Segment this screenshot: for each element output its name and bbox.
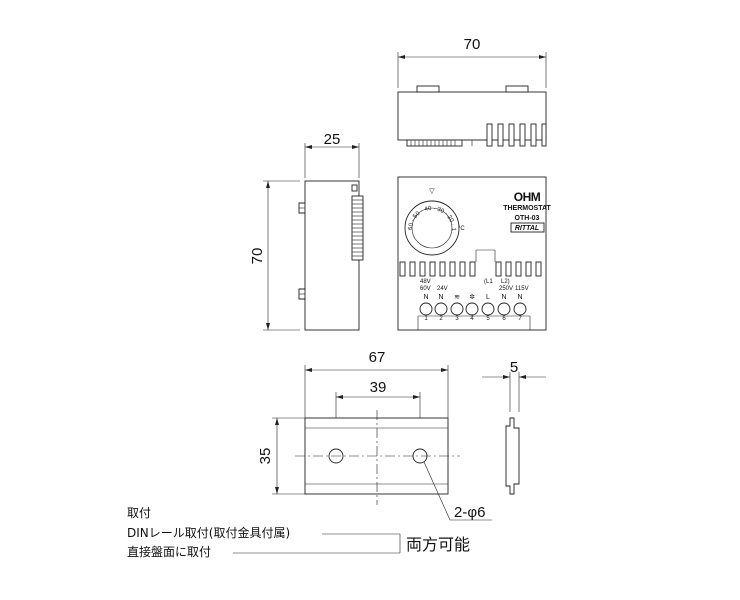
top-view: 70 bbox=[397, 36, 547, 147]
dial-mark: ▽ bbox=[429, 188, 435, 195]
label-48v: 48V bbox=[420, 279, 431, 285]
terminal-letter-1: N bbox=[423, 294, 428, 301]
front-vent-fins bbox=[399, 261, 542, 277]
terminal-letter-5: L bbox=[486, 294, 490, 301]
side-view: 25 70 bbox=[249, 131, 364, 331]
terminal-number-6: 6 bbox=[502, 316, 506, 322]
rail-section-view: 5 bbox=[482, 359, 546, 495]
dim-side-height: 70 bbox=[249, 248, 266, 265]
label-l2: L2) bbox=[501, 279, 510, 285]
mount-hole-left bbox=[328, 448, 344, 464]
notes-heading: 取付 bbox=[127, 506, 151, 520]
dial-scale: 60 · 50 · 40 · 30 · 20 · 10 · bbox=[0, 0, 456, 232]
knurl-lines bbox=[410, 140, 456, 146]
temperature-dial bbox=[404, 200, 460, 256]
fan-icon: ✲ bbox=[469, 293, 475, 301]
terminal-number-5: 5 bbox=[486, 316, 490, 322]
note-din-mount: DINレール取付(取付金具付属) bbox=[127, 525, 290, 540]
mount-hole-right bbox=[412, 448, 428, 464]
dim-rail-width: 67 bbox=[369, 349, 386, 366]
label-24v: 24V bbox=[437, 286, 448, 292]
brand-logo: OHM bbox=[514, 190, 541, 204]
rittal-label: RITTAL bbox=[515, 225, 539, 232]
terminal-screws bbox=[419, 302, 527, 316]
dim-rail-height: 35 bbox=[257, 448, 274, 465]
terminal-number-7: 7 bbox=[518, 316, 522, 322]
note-direct-mount: 直接盤面に取付 bbox=[127, 544, 211, 559]
dim-top-width: 70 bbox=[464, 36, 481, 53]
heater-icon: ≋ bbox=[454, 294, 460, 301]
product-name: THERMOSTAT bbox=[503, 205, 551, 212]
dial-unit: °C bbox=[458, 226, 465, 232]
model-number: OTH-03 bbox=[515, 215, 540, 222]
dim-hole-pitch: 39 bbox=[370, 379, 387, 396]
terminal-number-4: 4 bbox=[470, 316, 474, 322]
mounting-notes: 取付 DINレール取付(取付金具付属) 直接盤面に取付 両方可能 bbox=[127, 506, 470, 559]
label-250v: 250V bbox=[499, 286, 513, 292]
top-vent-slots bbox=[486, 123, 547, 147]
label-60v: 60V bbox=[420, 286, 431, 292]
terminal-letter-2: N bbox=[438, 294, 443, 301]
hole-spec: 2-φ6 bbox=[454, 504, 485, 521]
dim-rail-thickness: 5 bbox=[510, 359, 518, 376]
label-115v: 115V bbox=[515, 286, 529, 292]
terminal-number-2: 2 bbox=[439, 316, 443, 322]
terminal-letter-6: N bbox=[501, 294, 506, 301]
terminal-letter-7: N bbox=[517, 294, 522, 301]
terminal-number-1: 1 bbox=[424, 316, 428, 322]
terminal-number-3: 3 bbox=[455, 316, 459, 322]
side-knurl bbox=[352, 199, 363, 257]
note-both-possible: 両方可能 bbox=[406, 535, 470, 554]
din-rail-view: 67 39 35 2-φ6 bbox=[257, 349, 492, 521]
label-l1: (L1 bbox=[484, 279, 493, 285]
dim-side-depth: 25 bbox=[324, 131, 341, 148]
